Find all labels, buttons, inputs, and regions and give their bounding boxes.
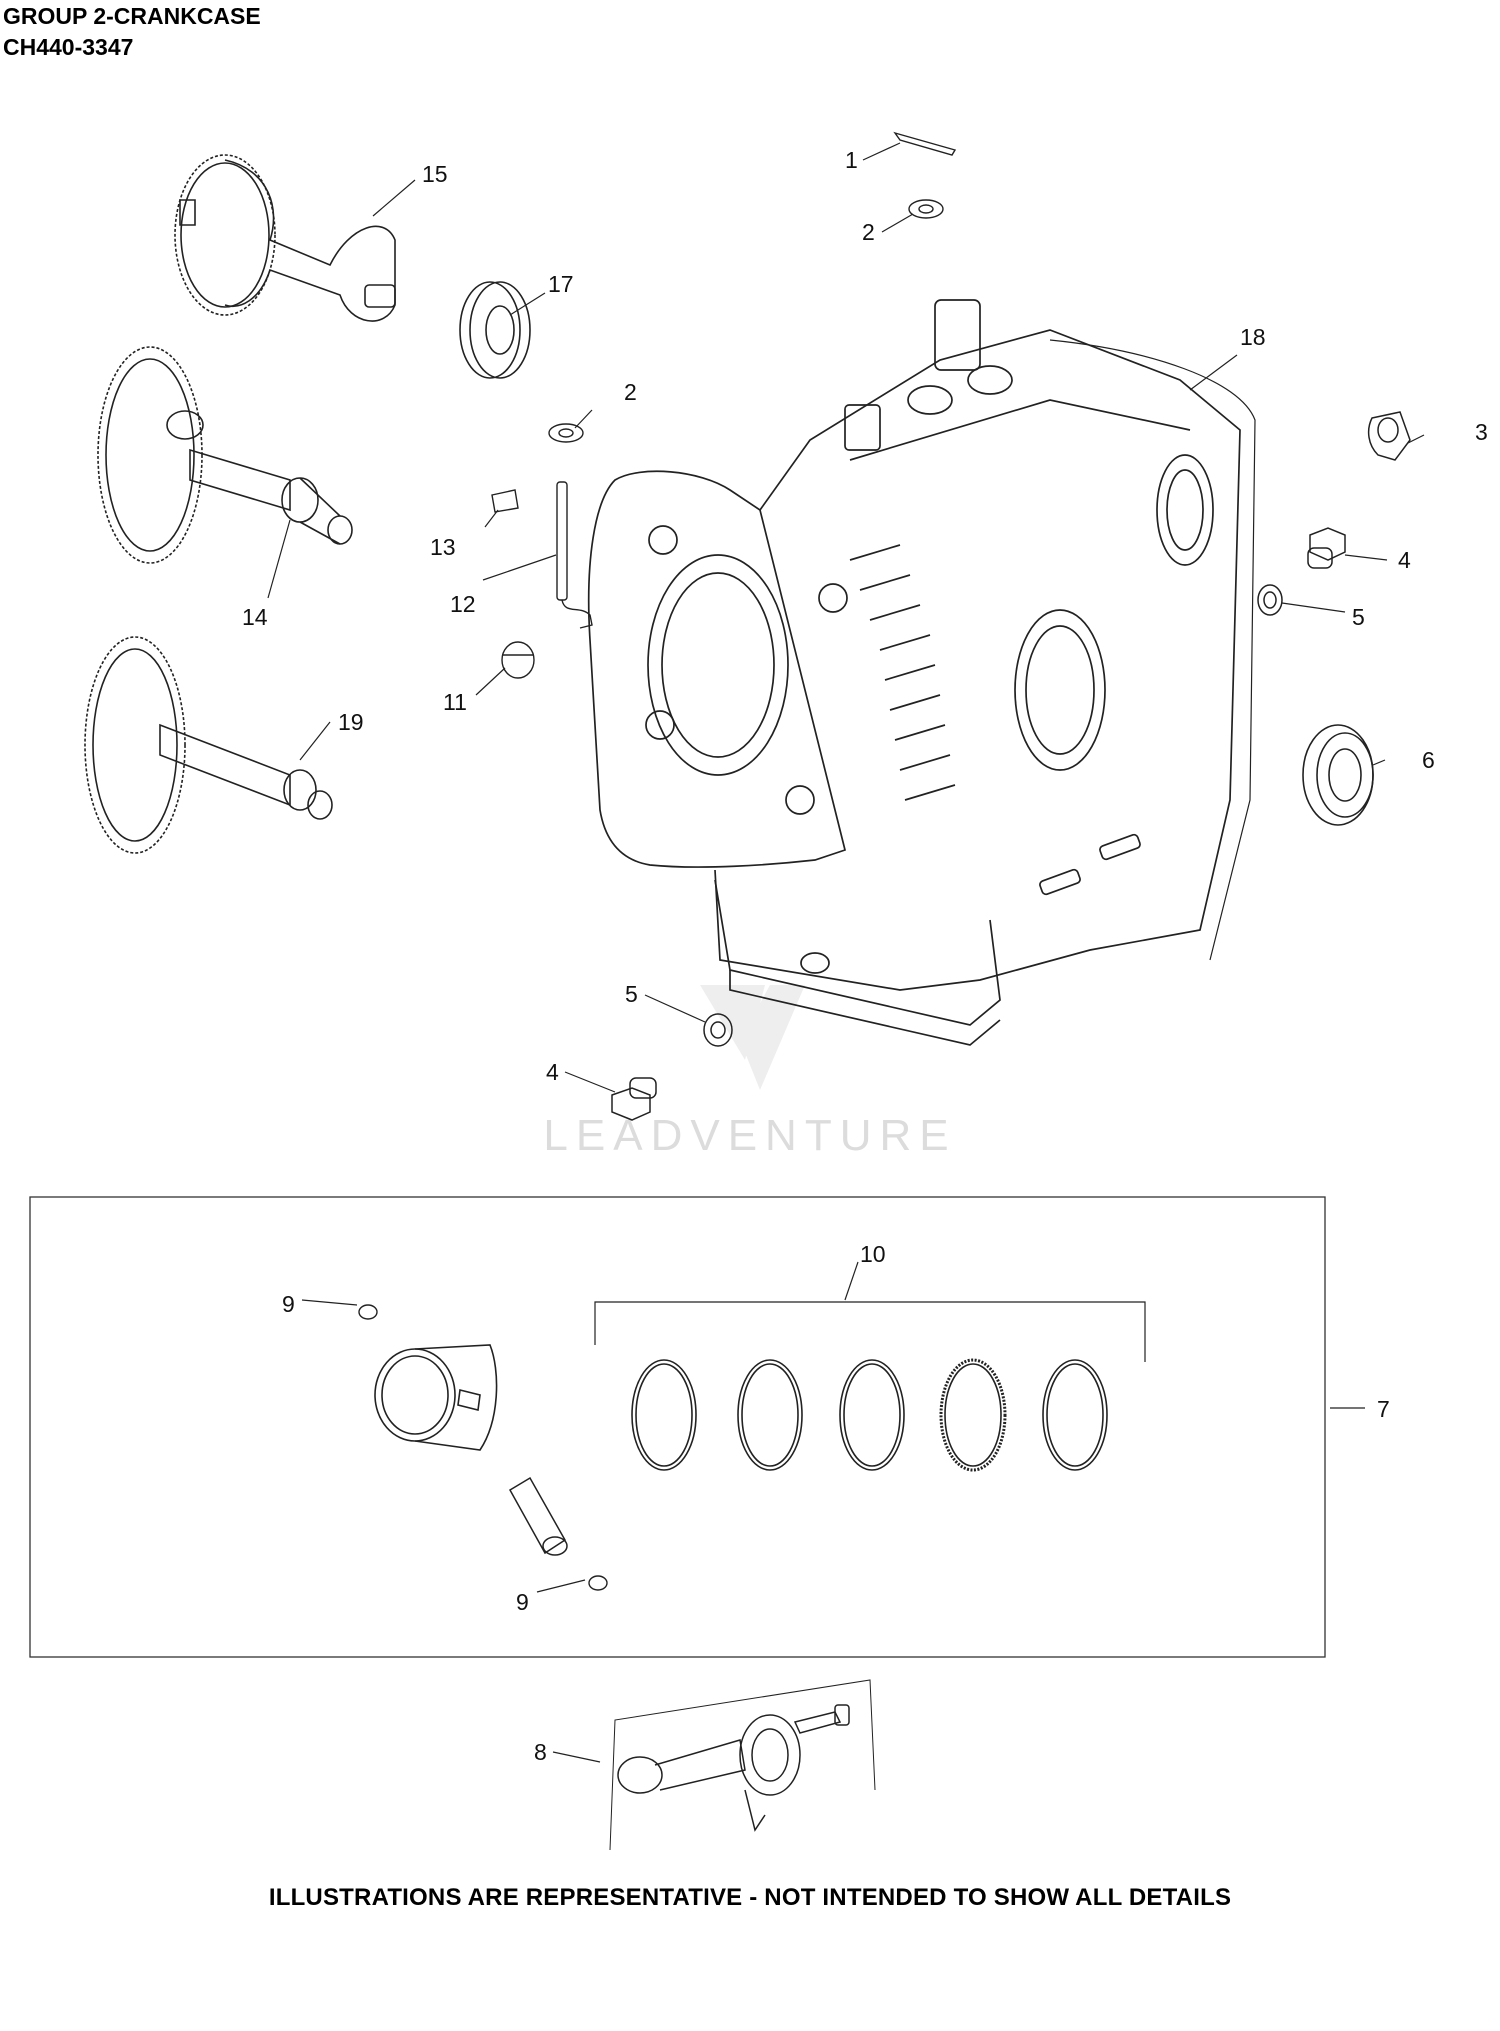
washer-part[interactable] <box>549 200 943 442</box>
piston-pin-part[interactable] <box>510 1478 567 1555</box>
piston-part[interactable] <box>375 1345 497 1450</box>
bearing-part[interactable] <box>460 282 530 378</box>
callout-7[interactable]: 7 <box>1377 1396 1390 1422</box>
model-number: CH440-3347 <box>3 34 134 60</box>
pin-part[interactable] <box>895 133 955 155</box>
piston-assembly-box <box>29 1196 1326 1658</box>
dowel-part[interactable] <box>492 490 518 512</box>
callout-4[interactable]: 4 <box>546 1059 559 1085</box>
crankcase-part[interactable] <box>589 300 1255 1045</box>
watermark-logo <box>700 985 805 1090</box>
callout-11[interactable]: 11 <box>443 689 467 715</box>
callout-1[interactable]: 1 <box>845 147 858 173</box>
group-title: GROUP 2-CRANKCASE <box>3 3 261 29</box>
camshaft-part[interactable] <box>98 347 352 563</box>
callout-3[interactable]: 3 <box>1475 419 1488 445</box>
callout-12[interactable]: 12 <box>450 591 476 617</box>
callout-18[interactable]: 18 <box>1240 324 1266 350</box>
callout-5[interactable]: 5 <box>1352 604 1365 630</box>
balance-shaft-part[interactable] <box>175 155 395 321</box>
callout-2[interactable]: 2 <box>624 379 637 405</box>
callout-15[interactable]: 15 <box>422 161 448 187</box>
plug-part[interactable] <box>1369 412 1410 460</box>
callout-14[interactable]: 14 <box>242 604 268 630</box>
watermark-text: LEADVENTURE <box>543 1111 956 1160</box>
callout-9[interactable]: 9 <box>282 1291 295 1317</box>
callout-19[interactable]: 19 <box>338 709 364 735</box>
retaining-ring-part[interactable] <box>359 1305 607 1590</box>
piston-ring-set-part[interactable] <box>595 1302 1145 1470</box>
callout-9[interactable]: 9 <box>516 1589 529 1615</box>
leader-lines <box>267 142 1425 1763</box>
connecting-rod-part[interactable] <box>610 1680 875 1850</box>
callout-10[interactable]: 10 <box>860 1241 886 1267</box>
callout-8[interactable]: 8 <box>534 1739 547 1765</box>
callout-17[interactable]: 17 <box>548 271 574 297</box>
drain-plug-part[interactable] <box>612 528 1345 1120</box>
camshaft-alt-part[interactable] <box>85 637 332 853</box>
oil-seal-part[interactable] <box>1303 725 1373 825</box>
sealing-washer-part[interactable] <box>704 585 1282 1046</box>
callout-2[interactable]: 2 <box>862 219 875 245</box>
callout-5[interactable]: 5 <box>625 981 638 1007</box>
callout-4[interactable]: 4 <box>1398 547 1411 573</box>
callout-6[interactable]: 6 <box>1422 747 1435 773</box>
callout-13[interactable]: 13 <box>430 534 456 560</box>
disclaimer-footer: ILLUSTRATIONS ARE REPRESENTATIVE - NOT I… <box>268 1884 1232 1911</box>
dipstick-tube-part[interactable] <box>557 482 592 628</box>
bushing-part[interactable] <box>502 642 534 678</box>
